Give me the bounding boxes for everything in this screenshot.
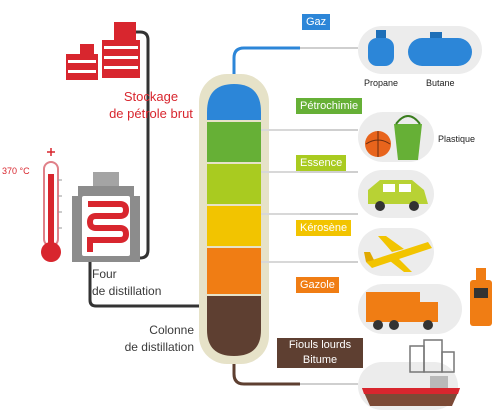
column-band-essence xyxy=(207,164,261,204)
propane-tank-icon xyxy=(368,30,394,66)
fraction-tag-bitume: Bitume xyxy=(302,354,338,366)
temperature-label: 370 °C xyxy=(2,166,30,176)
distillation-column xyxy=(199,74,269,364)
furnace-icon xyxy=(72,172,140,262)
column-band-kerosene xyxy=(207,206,261,246)
truck-icon xyxy=(366,292,438,330)
column-band-petrochimie xyxy=(207,122,261,162)
product-label-plastique: Plastique xyxy=(438,134,476,144)
storage-tanks-icon xyxy=(66,22,140,80)
furnace-label-line1: Four xyxy=(92,267,117,281)
ship-icon xyxy=(362,376,460,406)
fraction-tag-fiouls-bitume: Fiouls lourds Bitume xyxy=(277,338,363,368)
column-label: Colonne de distillation xyxy=(104,322,194,356)
fraction-tag-essence: Essence xyxy=(296,155,347,171)
crude-pipe xyxy=(115,30,150,260)
product-label-propane: Propane xyxy=(364,78,399,88)
airplane-icon xyxy=(364,236,432,272)
thermometer-icon xyxy=(41,148,62,262)
fuel-pump-icon xyxy=(470,268,492,326)
fraction-tag-gazole: Gazole xyxy=(296,277,339,293)
product-label-butane: Butane xyxy=(426,78,455,88)
column-band-bitume xyxy=(207,296,261,356)
building-icon xyxy=(409,339,455,373)
column-band-gaz xyxy=(207,84,261,120)
storage-label-line2: de pétrole brut xyxy=(109,106,193,121)
furnace-label: Four de distillation xyxy=(92,266,212,300)
feed-pipe xyxy=(88,262,205,308)
fraction-tag-kerosene: Kérosène xyxy=(296,220,352,236)
column-label-line1: Colonne xyxy=(149,323,194,337)
furnace-label-line2: de distillation xyxy=(92,284,162,298)
plastic-products-icon xyxy=(365,115,422,160)
butane-tank-icon xyxy=(408,32,472,66)
column-label-line2: de distillation xyxy=(124,340,194,354)
fraction-tag-petrochimie: Pétrochimie xyxy=(296,98,363,114)
column-band-gazole xyxy=(207,248,261,294)
fraction-tag-gaz: Gaz xyxy=(302,14,331,30)
fraction-tag-fiouls: Fiouls lourds xyxy=(288,339,352,351)
car-icon xyxy=(368,180,428,211)
storage-label-line1: Stockage xyxy=(123,89,179,104)
storage-label: Stockage de pétrole brut xyxy=(96,88,206,122)
